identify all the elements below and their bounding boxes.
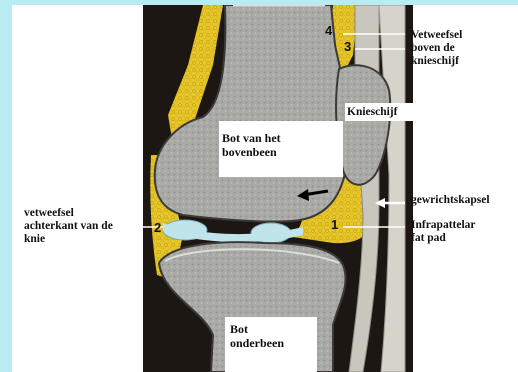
marker-4: 4 bbox=[325, 23, 332, 38]
infrapatellar-fat-pad-label: Infrapattelar fat pad bbox=[411, 219, 476, 245]
marker-3: 3 bbox=[344, 39, 351, 54]
knee-anatomy-illustration bbox=[143, 5, 413, 372]
tibia-label: Bot onderbeen bbox=[230, 322, 284, 350]
left-frame-strip bbox=[0, 0, 12, 372]
fat-back-of-knee-label: vetweefsel achterkant van de knie bbox=[24, 207, 113, 246]
marker-2: 2 bbox=[154, 220, 161, 235]
joint-capsule-label: gewrichtskapsel bbox=[411, 194, 490, 207]
kneecap-label: Knieschijf bbox=[347, 105, 397, 119]
fat-above-kneecap-label: Vetweefsel boven de knieschijf bbox=[411, 29, 462, 68]
marker-1: 1 bbox=[331, 217, 338, 232]
femur-label: Bot van het bovenbeen bbox=[222, 131, 281, 159]
